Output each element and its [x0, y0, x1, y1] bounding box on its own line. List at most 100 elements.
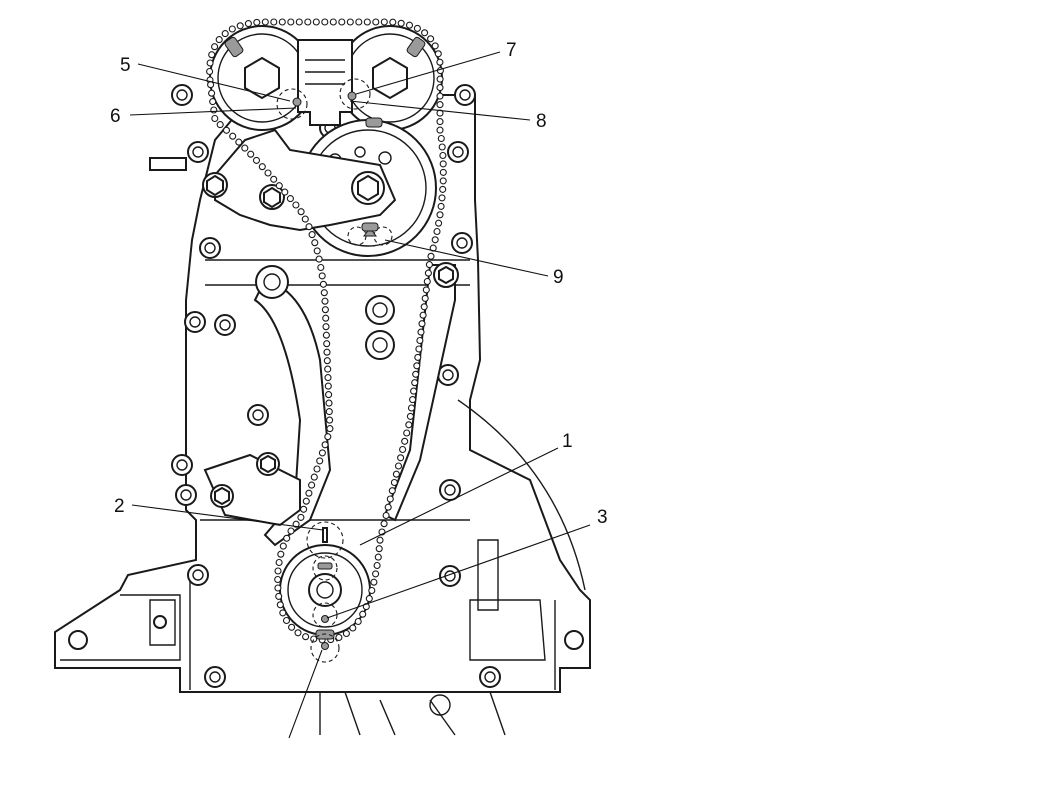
chain-link [375, 545, 383, 553]
chain-link [436, 84, 444, 92]
chain-link [312, 18, 320, 26]
exhaust-camshaft-sprocket [337, 25, 443, 131]
chain-link [270, 18, 278, 26]
chain-link [423, 277, 431, 286]
chain-link [437, 202, 445, 210]
chain-link [439, 168, 447, 176]
chain-link [324, 433, 332, 441]
bolt-head [175, 484, 197, 506]
chain-link [370, 578, 378, 586]
chain-link [416, 336, 424, 345]
timing-chain [206, 18, 447, 644]
chain-link [288, 623, 296, 631]
chain-tensioner-lower [203, 452, 301, 527]
chain-link [321, 297, 329, 305]
chain-link [329, 18, 337, 26]
callout-2: 2 [114, 496, 125, 517]
chain-link [363, 18, 371, 26]
chain-link [335, 633, 343, 642]
chain-link [421, 294, 429, 302]
chain-link [407, 404, 416, 412]
timing-marks [224, 36, 426, 663]
chain-link [374, 553, 382, 561]
chain-link [354, 617, 362, 626]
chain-link [261, 18, 269, 26]
chain-link [386, 495, 394, 503]
chain-link [322, 314, 330, 322]
chain-link [323, 348, 331, 356]
chain-link [382, 511, 390, 520]
callout-3: 3 [597, 507, 608, 528]
bolt-head [184, 311, 206, 333]
chain-link [326, 416, 334, 424]
chain-link [274, 575, 282, 584]
chain-link [413, 362, 421, 370]
chain-link [436, 75, 444, 83]
chain-link [349, 624, 357, 632]
chain-tensioner-upper [202, 128, 397, 232]
chain-link [412, 370, 420, 378]
callout-1: 1 [562, 431, 573, 452]
bolt-head [214, 314, 236, 336]
callout-7: 7 [506, 40, 517, 61]
chain-link [418, 320, 426, 328]
chain-link [439, 185, 447, 193]
chain-link [342, 629, 350, 638]
chain-link [274, 584, 282, 592]
chain-link [308, 231, 316, 239]
chain-link [279, 609, 287, 617]
bolt-head [439, 565, 461, 587]
chain-link [308, 481, 316, 489]
chain-link [235, 138, 243, 146]
chain-link [316, 457, 324, 465]
chain-link [373, 561, 381, 570]
chain-link [424, 269, 432, 277]
chain-link [286, 195, 294, 203]
chain-link [415, 345, 423, 353]
chain-link [216, 121, 224, 129]
chain-link [355, 18, 363, 26]
chain-link [319, 280, 327, 288]
bolt-head [187, 564, 209, 586]
chain-link [392, 470, 400, 478]
chain-link [417, 328, 425, 336]
chain-link [409, 396, 417, 404]
chain-link [320, 289, 328, 297]
chain-link [323, 340, 331, 348]
chain-link [325, 391, 333, 399]
chain-link [270, 175, 278, 183]
chain-link [221, 30, 229, 38]
chain-link [414, 353, 422, 361]
chain-link [346, 18, 354, 26]
callout-8: 8 [536, 111, 547, 132]
chain-link [413, 24, 421, 32]
chain-link [295, 18, 303, 26]
callout-5: 5 [120, 55, 131, 76]
chain-link [421, 29, 429, 37]
chain-link [311, 239, 319, 247]
chain-link [287, 527, 295, 535]
chain-link [318, 272, 326, 280]
chain-link [439, 160, 447, 168]
bolt-head [451, 232, 473, 254]
chain-link [276, 601, 284, 609]
callout-leaders [129, 51, 591, 739]
chain-link [305, 489, 313, 497]
chain-link [282, 616, 291, 625]
chain-link [264, 169, 272, 177]
chain-link [420, 303, 428, 311]
chain-link [325, 408, 333, 416]
chain-link [310, 635, 318, 643]
chain-link [401, 437, 409, 445]
chain-link [389, 18, 397, 26]
callout-6: 6 [110, 106, 121, 127]
chain-link [322, 323, 330, 331]
chain-link [302, 497, 310, 505]
chain-link [321, 18, 329, 26]
chain-link [403, 429, 411, 437]
chain-link [405, 421, 413, 429]
chain-link [209, 98, 217, 106]
bolt-head [199, 237, 221, 259]
bolt-head [204, 666, 226, 688]
chain-link [310, 473, 318, 481]
